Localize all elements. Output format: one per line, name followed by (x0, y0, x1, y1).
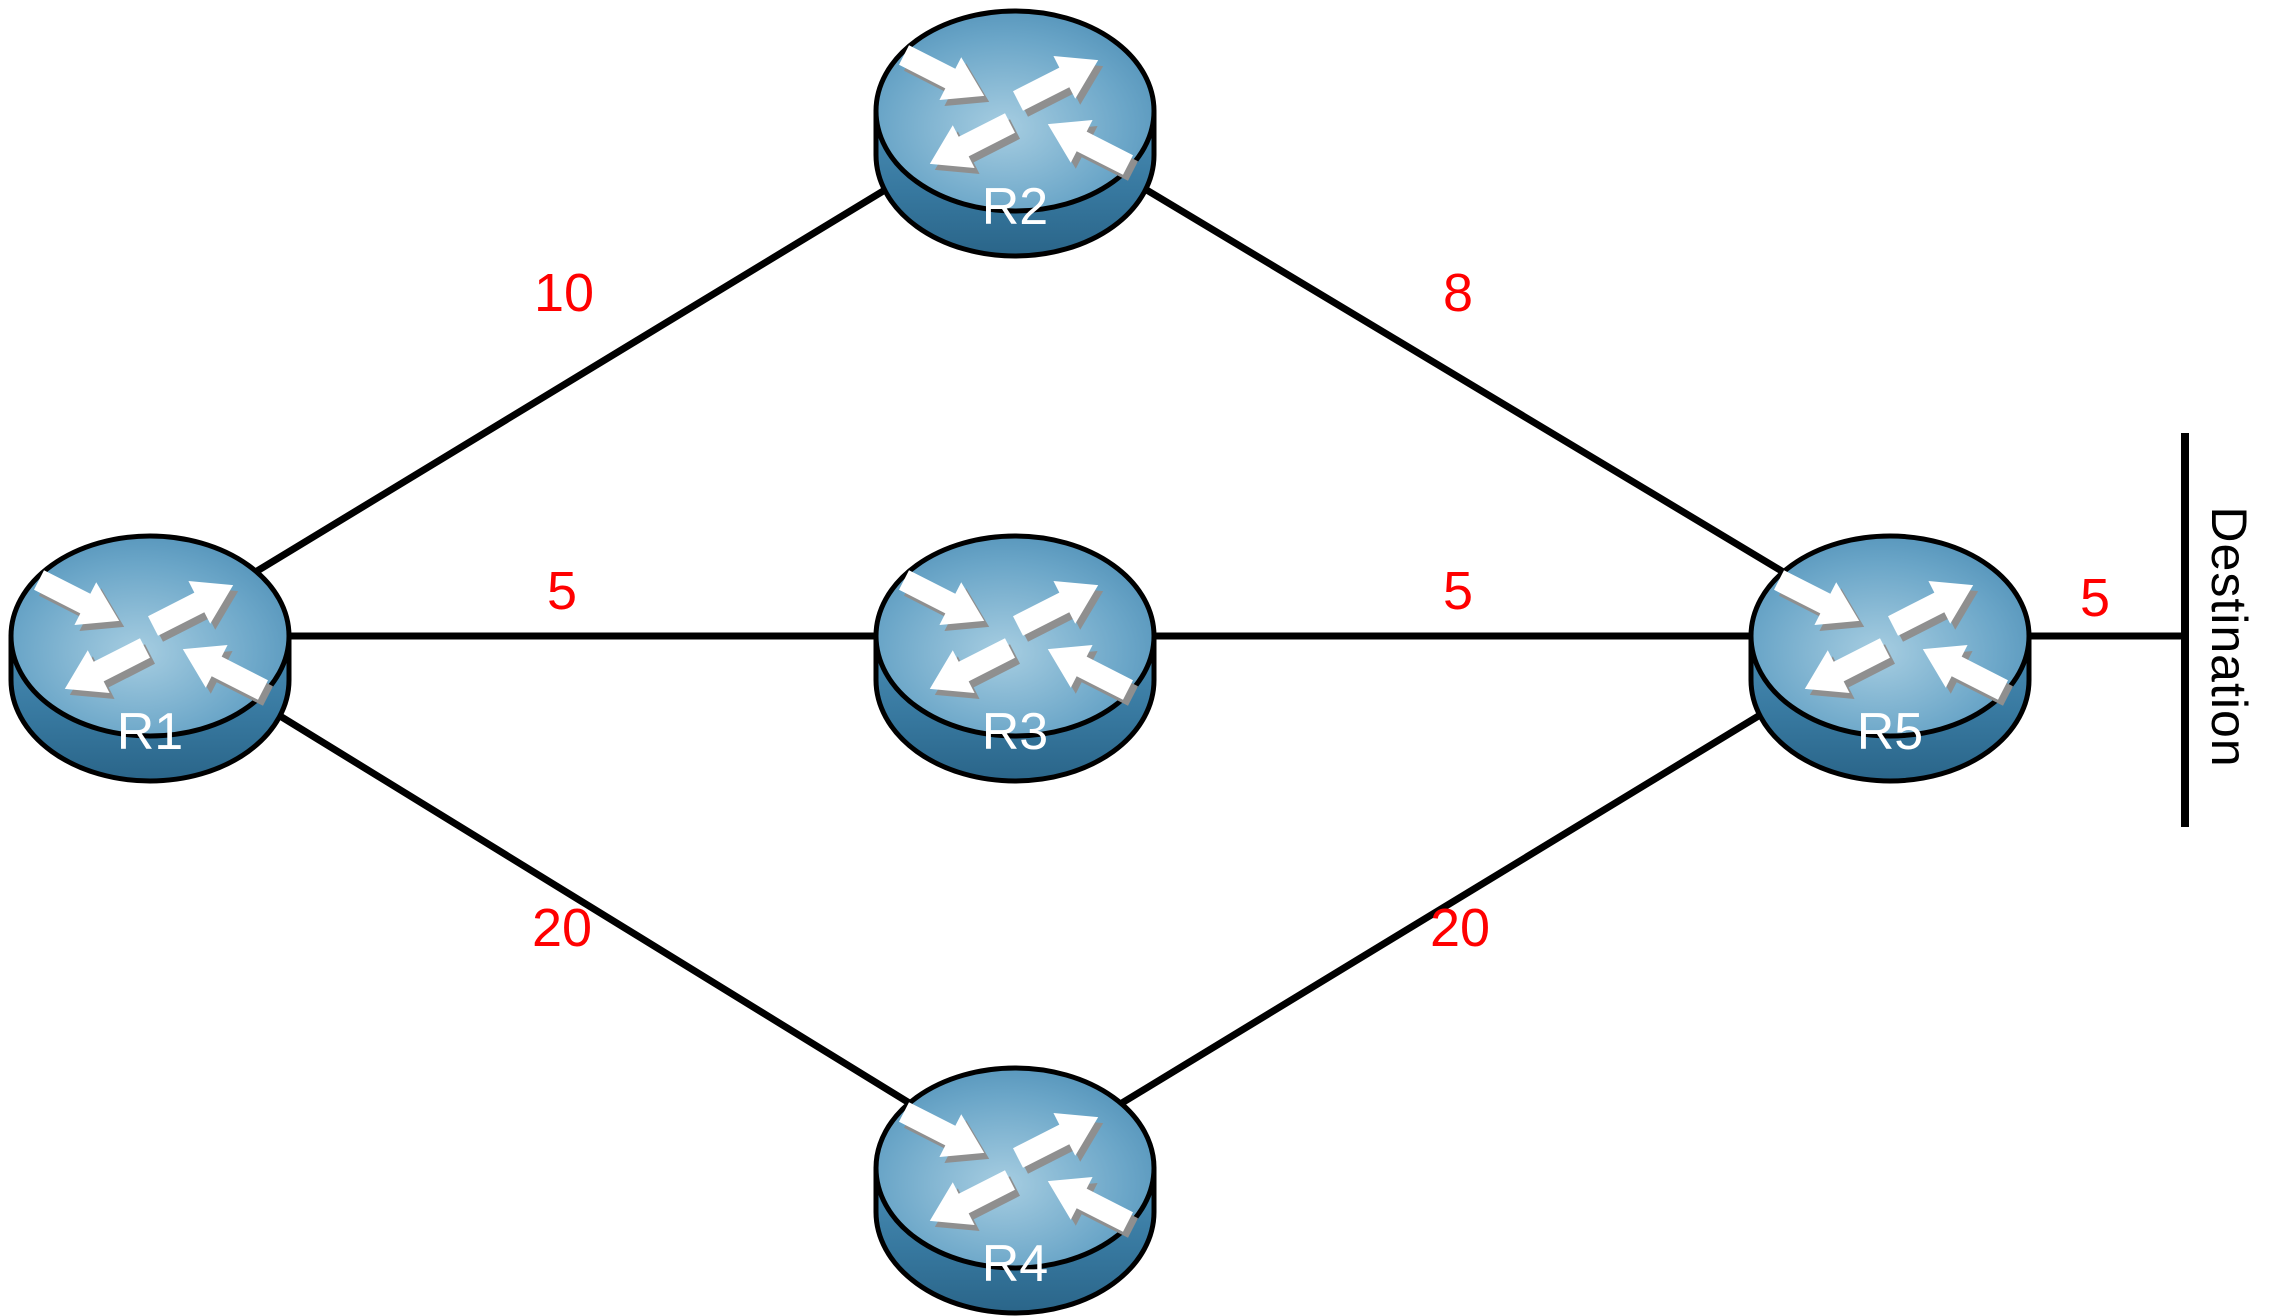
link-line-r1-r2 (148, 108, 1017, 639)
link-line-r1-r4 (148, 633, 1017, 1171)
node-router-r2: R2 (870, 3, 1160, 259)
router-label-r4: R4 (981, 1235, 1049, 1293)
link-cost-r2-r5: 8 (1442, 263, 1474, 323)
destination-label: Destination (2201, 506, 2257, 768)
node-router-r4: R4 (870, 1060, 1160, 1316)
link-cost-r1-r2: 10 (533, 263, 595, 323)
router-label-r3: R3 (981, 703, 1049, 761)
link-line-r2-r5 (1013, 107, 1892, 640)
link-cost-r1-r4: 20 (531, 898, 593, 958)
link-cost-r4-r5: 20 (1429, 898, 1491, 958)
link-cost-r5-destination: 5 (2079, 568, 2111, 628)
link-cost-r1-r3: 5 (546, 561, 578, 621)
router-label-r1: R1 (116, 703, 184, 761)
node-router-r1: R1 (5, 528, 295, 784)
link-cost-r3-r5: 5 (1442, 561, 1474, 621)
router-label-r5: R5 (1856, 703, 1924, 761)
node-router-r3: R3 (870, 528, 1160, 784)
node-router-r5: R5 (1745, 528, 2035, 784)
router-label-r2: R2 (981, 178, 1049, 236)
link-line-r4-r5 (1013, 633, 1892, 1171)
